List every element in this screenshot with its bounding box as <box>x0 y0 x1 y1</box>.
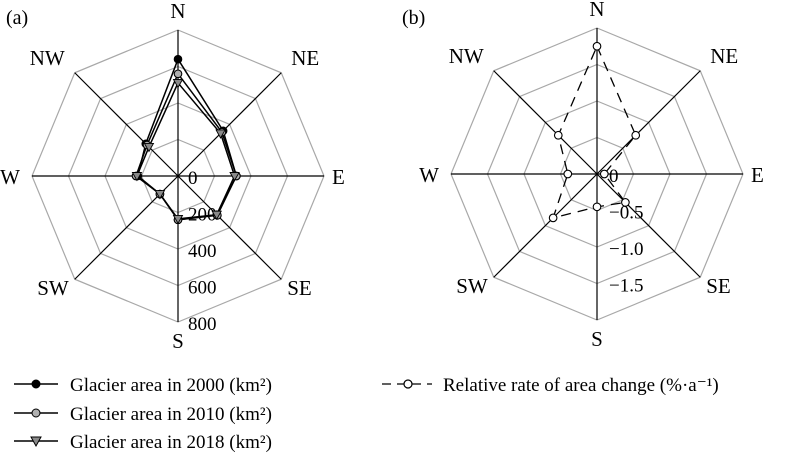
data-point-glacier-area-in-2018-km-se <box>211 210 222 221</box>
legend-label-2010: Glacier area in 2010 (km²) <box>70 404 272 425</box>
radial-tick-label: 600 <box>188 278 217 299</box>
data-point-relative-rate-of-area-change-a-ne <box>631 130 641 140</box>
legend-marker-rate <box>403 379 413 389</box>
direction-label-s: S <box>591 327 603 351</box>
radial-tick-label: 200 <box>188 205 217 226</box>
radar-chart-glacier-area: N NE E SE S SW W NW 0 200 400 600 800 <box>0 0 345 353</box>
legend-item-2018: Glacier area in 2018 (km²) <box>14 432 272 453</box>
data-point-relative-rate-of-area-change-a-sw <box>548 213 558 223</box>
legend-marker-2018 <box>30 436 42 448</box>
panel-label-b: (b) <box>402 7 425 29</box>
axis-nw <box>493 70 598 175</box>
legend-marker-2010 <box>31 408 41 418</box>
legend-rate: Relative rate of area change (%·a⁻¹) <box>382 375 719 396</box>
data-point-glacier-area-in-2000-km-n <box>173 54 183 64</box>
direction-label-n: N <box>170 0 185 23</box>
data-point-glacier-area-in-2018-km-e <box>229 172 240 182</box>
radar-chart-rate-of-change: N NE E SE S SW W NW 0 −0.5 −1.0 −1.5 <box>419 0 764 351</box>
legend-label-rate: Relative rate of area change (%·a⁻¹) <box>443 375 719 396</box>
legend-item-2010: Glacier area in 2010 (km²) <box>14 404 272 425</box>
direction-label-ne: NE <box>291 46 319 70</box>
data-point-relative-rate-of-area-change-a-w <box>563 169 573 179</box>
direction-label-s: S <box>172 329 184 353</box>
axis-se <box>596 173 701 278</box>
data-point-glacier-area-in-2018-km-nw <box>143 143 155 153</box>
direction-label-se: SE <box>706 274 731 298</box>
direction-label-sw: SW <box>456 274 488 298</box>
panel-label-a: (a) <box>6 7 28 29</box>
direction-label-nw: NW <box>30 46 65 70</box>
radial-tick-label: 800 <box>188 314 217 335</box>
direction-label-n: N <box>589 0 604 21</box>
legend-label-2000: Glacier area in 2000 (km²) <box>70 375 272 396</box>
direction-label-e: E <box>332 165 345 189</box>
data-point-glacier-area-in-2010-km-n <box>173 69 183 79</box>
data-point-relative-rate-of-area-change-a-nw <box>553 130 563 140</box>
data-point-relative-rate-of-area-change-a-se <box>621 198 630 207</box>
axis-ne <box>177 72 282 177</box>
legend-item-2000: Glacier area in 2000 (km²) <box>14 375 272 396</box>
data-point-glacier-area-in-2018-km-w <box>131 172 143 182</box>
data-point-relative-rate-of-area-change-a-s <box>592 202 602 212</box>
axis-ne <box>596 70 701 175</box>
legend-marker-2000 <box>31 379 41 389</box>
direction-label-nw: NW <box>449 44 484 68</box>
axis-sw <box>493 173 598 278</box>
radial-tick-label: 0 <box>609 166 619 187</box>
direction-label-w: W <box>0 165 20 189</box>
legend-label-2018: Glacier area in 2018 (km²) <box>70 432 272 453</box>
data-point-glacier-area-in-2018-km-ne <box>215 129 226 139</box>
data-point-glacier-area-in-2018-km-sw <box>154 190 166 200</box>
direction-label-ne: NE <box>710 44 738 68</box>
radial-tick-label: −1.0 <box>609 239 643 260</box>
axis-se <box>177 175 282 280</box>
direction-label-sw: SW <box>37 276 69 300</box>
radial-tick-label: 0 <box>188 168 198 189</box>
direction-label-se: SE <box>287 276 312 300</box>
direction-label-w: W <box>419 163 439 187</box>
series-line-relative-rate-of-area-change-a <box>552 44 637 219</box>
radial-tick-label: 400 <box>188 241 217 262</box>
direction-label-e: E <box>751 163 764 187</box>
radial-tick-label: −0.5 <box>609 203 643 224</box>
axis-nw <box>74 72 179 177</box>
data-point-glacier-area-in-2018-km-s <box>172 214 184 225</box>
data-point-glacier-area-in-2018-km-n <box>172 78 184 89</box>
data-point-relative-rate-of-area-change-a-e <box>599 169 609 179</box>
radial-tick-label: −1.5 <box>609 276 643 297</box>
data-point-relative-rate-of-area-change-a-n <box>592 41 602 51</box>
legend-area: Glacier area in 2000 (km²) Glacier area … <box>14 375 272 453</box>
